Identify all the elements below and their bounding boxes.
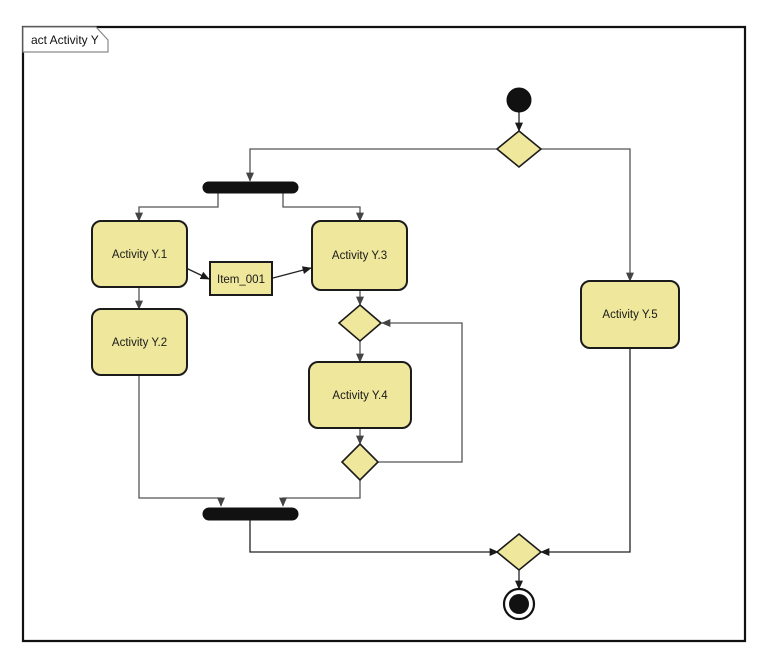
frame-label-text: act Activity Y (31, 33, 99, 47)
edge-fork-to-activity3 (282, 193, 365, 222)
final-node-core (509, 594, 529, 614)
activity-4-shape[interactable] (308, 361, 412, 429)
edge-decisionloop-to-join (278, 480, 361, 507)
decision-start[interactable] (495, 129, 543, 169)
join-bar[interactable] (202, 507, 299, 521)
edge-fork-to-activity1 (134, 193, 219, 222)
edge-activity1-to-item001 (185, 267, 210, 280)
decision-loop[interactable] (340, 442, 380, 482)
edge-activity5-to-mergeend (540, 348, 631, 557)
activity-node-2[interactable]: Activity Y.2 (91, 308, 188, 376)
frame-border (21, 25, 747, 643)
diagram-frame: act Activity Y (21, 25, 747, 643)
final-node[interactable] (502, 587, 536, 621)
activity-3-shape[interactable] (311, 220, 408, 291)
object-node-item001[interactable]: Item_001 (209, 261, 273, 296)
node-layer: Activity Y.1 Item_001 Activity Y.3 Activ… (91, 87, 680, 621)
activity-5-shape[interactable] (580, 280, 680, 349)
edge-decisionloop-to-mergeloop (378, 318, 463, 463)
edge-decision-to-fork (245, 148, 497, 182)
merge-end[interactable] (495, 532, 543, 572)
frame-label-tab (22, 26, 109, 53)
initial-node[interactable] (506, 87, 532, 113)
activity-node-5[interactable]: Activity Y.5 (580, 280, 680, 349)
edge-decision-to-activity5 (541, 148, 635, 282)
activity-node-3[interactable]: Activity Y.3 (311, 220, 408, 291)
activity-2-shape[interactable] (91, 308, 188, 376)
edge-activity2-to-join (138, 375, 226, 507)
fork-bar[interactable] (202, 181, 299, 194)
activity-node-1[interactable]: Activity Y.1 (91, 220, 188, 288)
merge-loop[interactable] (337, 303, 383, 343)
activity-1-shape[interactable] (91, 220, 188, 288)
activity-node-4[interactable]: Activity Y.4 (308, 361, 412, 429)
item001-shape[interactable] (209, 261, 273, 296)
edge-item001-to-activity3 (272, 266, 312, 279)
edge-join-to-mergeend (249, 520, 499, 557)
edge-layer (134, 112, 635, 590)
